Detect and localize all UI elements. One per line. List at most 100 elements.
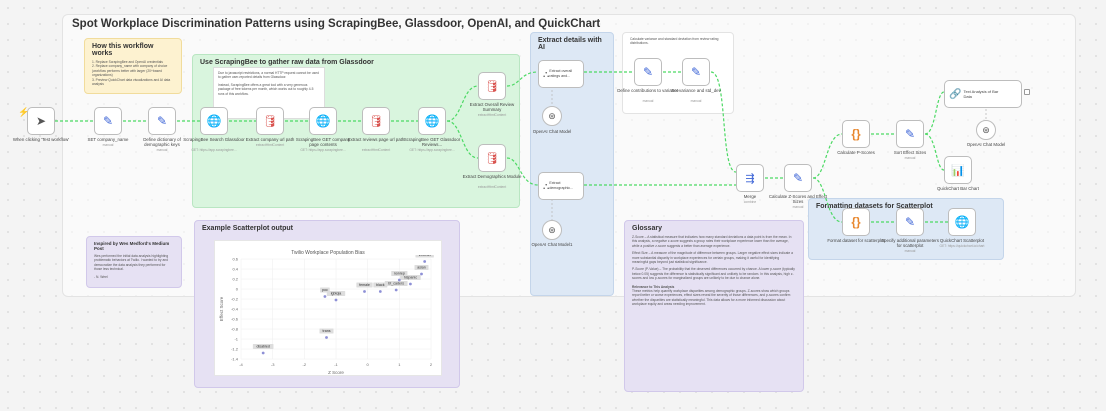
merge-node[interactable]: ⇶ — [736, 164, 764, 192]
sb-search-node[interactable]: 🌐 — [200, 107, 228, 135]
quickchart-bar-label: QuickChart Bar Chart — [937, 186, 979, 191]
pencil-icon: ✎ — [904, 215, 916, 229]
glossary-p3: P-Score (P-Value) – The probability that… — [632, 267, 795, 281]
scatter-note-title: Example Scatterplot output — [202, 225, 294, 232]
point-label: nonrep — [394, 272, 405, 276]
trigger-node[interactable]: ➤ — [27, 107, 55, 135]
point-label-bg — [252, 344, 274, 349]
scraping-text-1: Due to javascript restrictions, a normal… — [218, 71, 319, 80]
extract-url-node[interactable]: 🛢 — [256, 107, 284, 135]
sb-company-node[interactable]: 🌐 — [309, 107, 337, 135]
openai1-node[interactable]: ⊛ — [542, 106, 562, 126]
openai2-node[interactable]: ⊛ — [542, 220, 562, 240]
trigger-label: When clicking 'Test workflow' — [12, 137, 70, 142]
openai-icon: ⊛ — [982, 124, 990, 135]
ai-nodes-icon: ⛬ — [543, 68, 550, 79]
scraping-text-2: Instead, ScrapingBee offers a great tool… — [218, 82, 314, 96]
set-variance-label: Set variance and std_dev — [671, 88, 721, 93]
code-braces-icon: {} — [851, 127, 861, 141]
set-company-label: SET company_name — [87, 137, 129, 142]
x-tick-label: 2 — [430, 362, 433, 367]
set-variance-node[interactable]: ✎ — [682, 58, 710, 86]
code-braces-icon: {} — [851, 215, 861, 229]
y-tick-label: -0.2 — [231, 297, 239, 302]
database-icon: 🛢 — [368, 114, 384, 128]
point-label-bg — [414, 265, 429, 270]
point-label-bg — [391, 271, 408, 276]
x-tick-label: -3 — [271, 362, 275, 367]
how-it-works-note[interactable]: How this workflow works 1. Replace Scrap… — [84, 38, 182, 94]
globe-icon: 🌐 — [954, 215, 970, 229]
openai3-node[interactable]: ⊛ — [976, 120, 996, 140]
sb-reviews-label: ScrapingBee GET Glassdoor Reviews... — [403, 137, 461, 147]
text-analysis-add-output[interactable] — [1024, 89, 1030, 95]
variance-note[interactable]: Calculate variance and standard deviatio… — [622, 32, 734, 114]
pencil-icon: ✎ — [156, 114, 168, 128]
scatter-point — [397, 278, 401, 282]
extract-demo-node[interactable]: 🛢 — [478, 144, 506, 172]
point-label-bg — [319, 328, 334, 334]
database-icon: 🛢 — [484, 151, 500, 165]
ai-demo-label: Extract demographic... — [549, 181, 574, 190]
pencil-icon: ✎ — [642, 65, 654, 79]
conn-sort-text — [924, 91, 945, 135]
y-tick-label: -1 — [234, 337, 238, 342]
sort-effect-node[interactable]: ✎ — [896, 120, 924, 148]
define-contrib-sub: manual — [642, 99, 654, 103]
scrapingbee-note[interactable]: Use ScrapingBee to gather raw data from … — [192, 54, 520, 208]
ai-overall-node[interactable]: ⛬ Extract overall ratings and... — [538, 60, 584, 88]
quickchart-scatter-node[interactable]: 🌐 — [948, 208, 976, 236]
ai-overall-label: Extract overall ratings and... — [549, 69, 573, 78]
openai-icon: ⊛ — [548, 224, 556, 235]
y-tick-label: -0.6 — [231, 317, 239, 322]
openai2-label: OpenAI Chat Model1 — [531, 242, 573, 247]
format-scatter-node[interactable]: {} — [842, 208, 870, 236]
define-dict-node[interactable]: ✎ — [148, 107, 176, 135]
point-label-bg — [356, 282, 373, 288]
extract-overall-sub: extractHtmlContent — [477, 113, 507, 117]
extract-reviews-path-node[interactable]: 🛢 — [362, 107, 390, 135]
globe-icon: 🌐 — [315, 114, 331, 128]
pencil-icon: ✎ — [690, 65, 702, 79]
scatter-point — [261, 351, 265, 355]
text-analysis-node[interactable]: 🔗 Text Analysis of Bar Data — [944, 80, 1022, 108]
y-tick-label: -1.4 — [231, 357, 239, 362]
format-scatter-label: Format dataset for scatterplot — [827, 238, 885, 243]
ai-nodes-icon: ⛬ — [543, 180, 550, 191]
quickchart-bar-node[interactable]: 📊 — [944, 156, 972, 184]
conn-reviews-overall — [446, 85, 479, 122]
set-company-node[interactable]: ✎ — [94, 107, 122, 135]
point-label: hispanic — [404, 276, 417, 280]
format-title: Formatting datasets for Scatterplot — [816, 203, 933, 210]
pencil-icon: ✎ — [792, 171, 804, 185]
quickchart-scatter-label: QuickChart Scatterplot — [939, 238, 985, 243]
merge-sub: combine — [743, 200, 757, 204]
calc-z-node[interactable]: ✎ — [784, 164, 812, 192]
trigger-bolt-icon: ⚡ — [18, 107, 30, 117]
pencil-icon: ✎ — [102, 114, 114, 128]
define-contrib-node[interactable]: ✎ — [634, 58, 662, 86]
how-step-2: 2. Replace company_name with company of … — [92, 64, 168, 78]
variance-text: Calculate variance and standard deviatio… — [630, 37, 719, 46]
sb-search-label: ScrapingBee Search Glassdoor — [183, 137, 245, 142]
point-label: lgbtqia — [331, 292, 342, 296]
x-axis-label: Z Score — [328, 370, 344, 375]
inspired-note[interactable]: Inspired by Wes Medford's Medium Post We… — [86, 236, 182, 288]
specify-params-node[interactable]: ✎ — [896, 208, 924, 236]
inspired-text: Wes performed the initial data analysis … — [94, 254, 169, 272]
sb-reviews-sub: GET: https://app.scrapingbee... — [409, 148, 455, 152]
ai-demo-node[interactable]: ⛬ Extract demographic... — [538, 172, 584, 200]
point-label: disabled — [256, 345, 269, 349]
extract-overall-node[interactable]: 🛢 — [478, 72, 506, 100]
globe-icon: 🌐 — [206, 114, 222, 128]
openai1-label: OpenAI Chat Model — [532, 129, 572, 134]
sb-search-sub: GET: https://app.scrapingbee... — [191, 148, 237, 152]
sort-effect-label: Sort Effect Sizes — [893, 150, 927, 155]
glossary-note[interactable]: Glossary Z-Score – A statistical measure… — [624, 220, 804, 392]
calc-p-label: Calculate P-Scores — [837, 150, 875, 155]
sb-reviews-node[interactable]: 🌐 — [418, 107, 446, 135]
extract-demo-label: Extract Demographics Module — [462, 174, 522, 179]
calc-p-node[interactable]: {} — [842, 120, 870, 148]
scatter-point — [420, 272, 423, 276]
extract-title: Extract details with AI — [538, 37, 602, 51]
